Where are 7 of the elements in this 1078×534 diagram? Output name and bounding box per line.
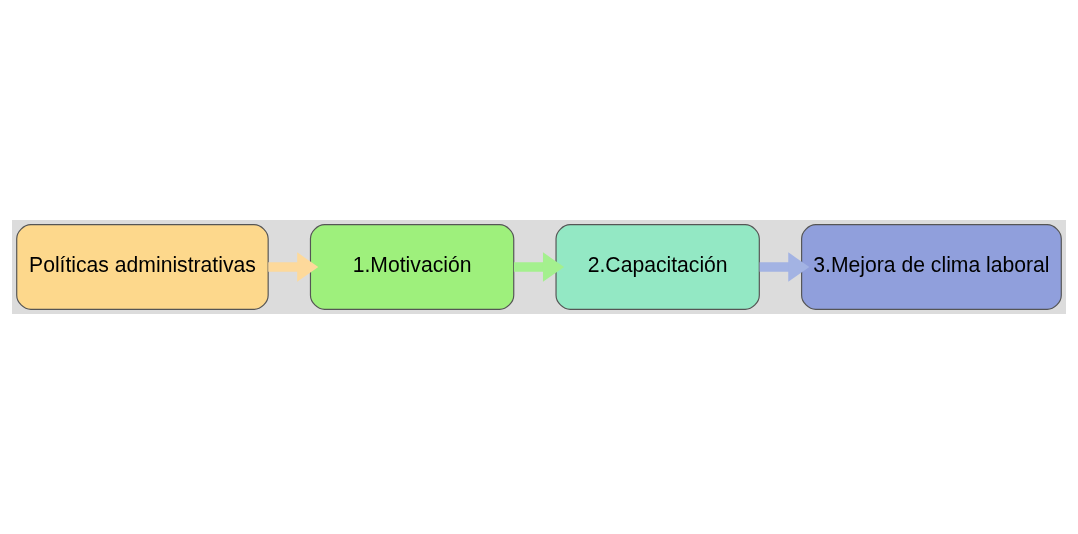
arrow: [759, 252, 810, 282]
node-box: Políticas administrativas: [16, 224, 269, 310]
arrow: [513, 252, 565, 282]
node-box: 1.Motivación: [309, 224, 515, 310]
node-box: 3.Mejora de clima laboral: [801, 224, 1062, 310]
arrow: [268, 252, 319, 282]
node-box: 2.Capacitación: [555, 224, 760, 310]
